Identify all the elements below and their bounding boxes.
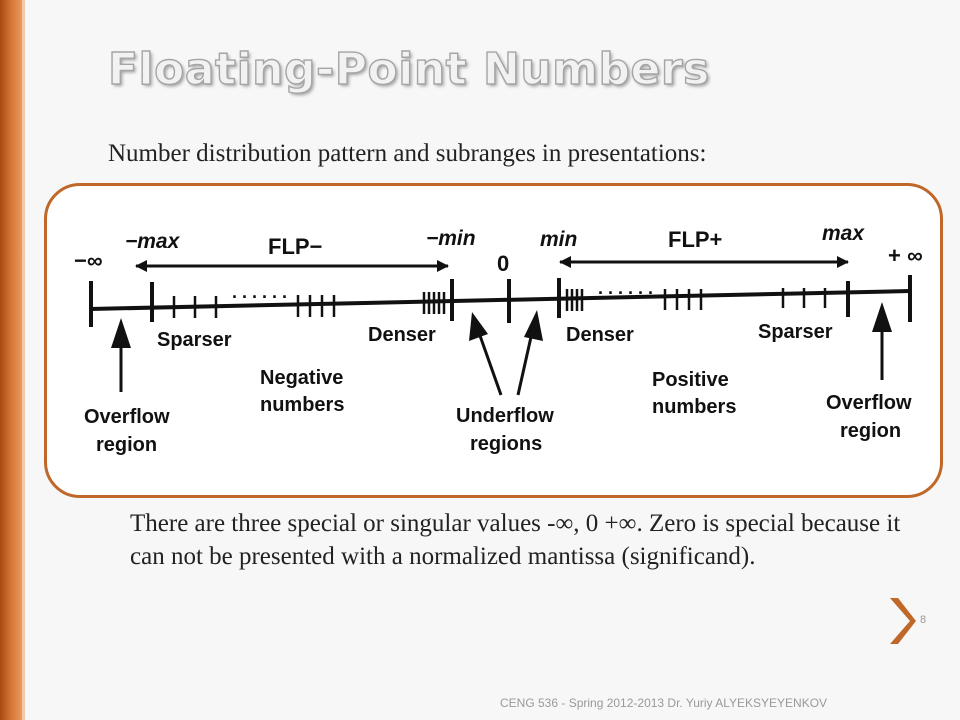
dots-left: . . . . . . — [232, 282, 287, 302]
label-positive-numbers: Positive numbers — [652, 369, 736, 418]
dots-right: . . . . . . — [598, 278, 653, 298]
label-negative-numbers: Negative numbers — [260, 367, 349, 416]
label-sparser-right: Sparser — [758, 321, 833, 343]
label-overflow-left: Overflow region — [84, 406, 175, 456]
label-neg-min: −min — [426, 227, 476, 250]
slide-body-text: There are three special or singular valu… — [130, 510, 901, 570]
label-denser-left: Denser — [368, 324, 436, 346]
slide-number: 8 — [920, 614, 927, 626]
label-underflow: Underflow regions — [456, 405, 559, 455]
slide-subtitle: Number distribution pattern and subrange… — [108, 140, 707, 167]
label-neg-infinity: −∞ — [74, 248, 103, 273]
label-neg-max: −max — [125, 230, 181, 253]
label-flp-neg: FLP− — [268, 234, 322, 259]
overflow-left-arrow — [111, 318, 131, 392]
slide-footer: CENG 536 - Spring 2012-2013 Dr. Yuriy AL… — [500, 696, 828, 710]
slide-title: Floating-Point Numbers — [107, 43, 710, 95]
left-accent-edge — [22, 0, 25, 720]
label-flp-pos: FLP+ — [668, 227, 722, 252]
diagram-frame — [44, 183, 943, 498]
label-sparser-left: Sparser — [157, 329, 232, 351]
left-accent-bar — [0, 0, 22, 720]
minor-ticks-negative — [172, 292, 446, 318]
label-pos-max: max — [822, 222, 865, 245]
label-zero: 0 — [497, 251, 509, 276]
minor-ticks-positive — [565, 288, 827, 311]
overflow-right-arrow — [872, 302, 892, 380]
chevron-right-icon[interactable] — [886, 596, 916, 646]
number-line — [89, 289, 911, 311]
label-overflow-right: Overflow region — [826, 392, 917, 442]
underflow-arrows — [469, 310, 543, 396]
label-denser-right: Denser — [566, 324, 634, 346]
label-pos-infinity: + ∞ — [888, 243, 923, 268]
label-pos-min: min — [540, 228, 577, 251]
